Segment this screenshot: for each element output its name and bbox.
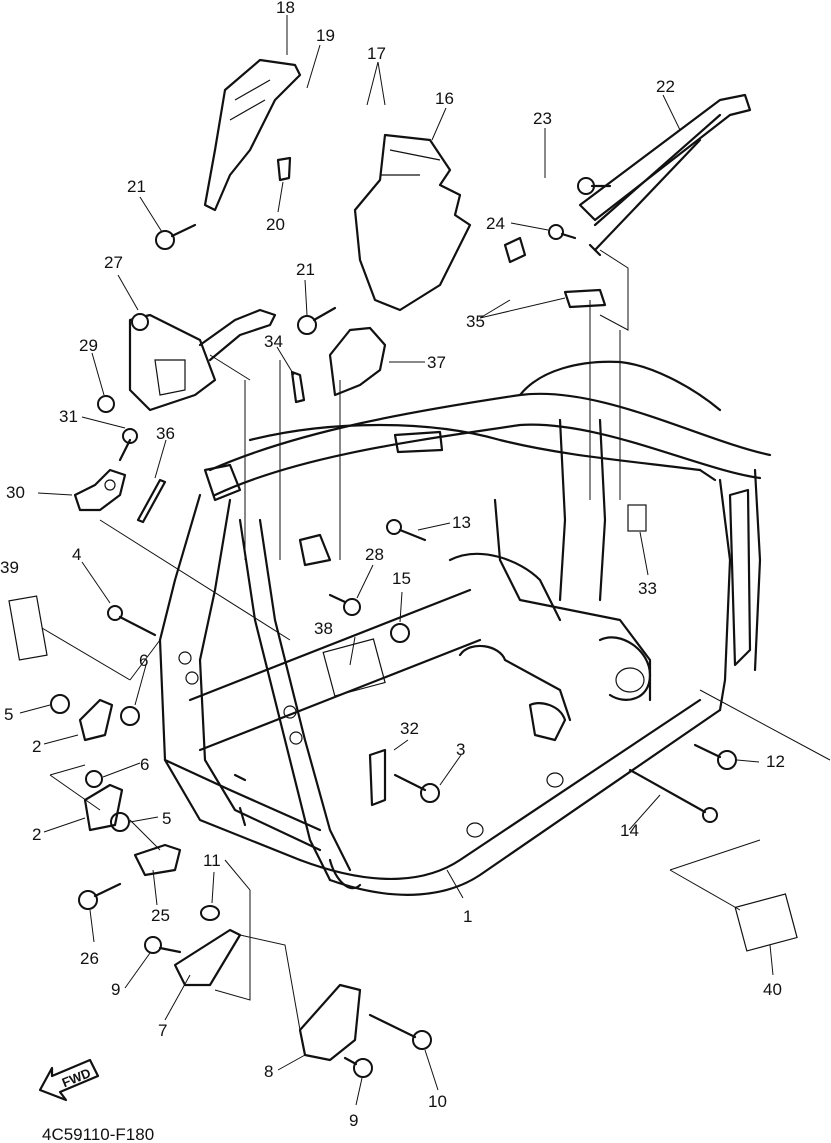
callout-12: 12 — [766, 752, 785, 771]
callout-9b: 9 — [349, 1111, 358, 1130]
callout-17: 17 — [367, 44, 386, 63]
callout-21b: 21 — [296, 260, 315, 279]
callout-5b: 5 — [162, 809, 171, 828]
fwd-arrow-icon: FWD — [38, 1058, 100, 1102]
callout-24: 24 — [486, 214, 505, 233]
callout-23: 23 — [533, 109, 552, 128]
callout-15: 15 — [392, 569, 411, 588]
callout-22: 22 — [656, 77, 675, 96]
callout-9a: 9 — [111, 980, 120, 999]
fwd-label: FWD — [60, 1065, 93, 1090]
callout-14: 14 — [620, 821, 639, 840]
callout-34: 34 — [264, 332, 283, 351]
main-frame — [158, 360, 772, 896]
callout-11: 11 — [203, 851, 221, 870]
leader-lines — [19, 15, 831, 1106]
callout-28: 28 — [365, 545, 384, 564]
callout-39: 39 — [0, 558, 19, 577]
callout-3: 3 — [456, 740, 465, 759]
part-37-bracket — [328, 326, 387, 397]
callout-33: 33 — [638, 579, 657, 598]
part-27-bracket — [128, 308, 277, 412]
callout-4: 4 — [72, 545, 81, 564]
callout-21a: 21 — [127, 177, 146, 196]
callout-38: 38 — [314, 619, 333, 638]
callout-37: 37 — [427, 353, 446, 372]
callout-2a: 2 — [32, 737, 41, 756]
callout-13: 13 — [452, 513, 471, 532]
callout-18: 18 — [276, 0, 295, 17]
part-18-cover — [203, 58, 302, 212]
callout-36: 36 — [156, 424, 175, 443]
callout-26: 26 — [80, 949, 99, 968]
callout-2b: 2 — [32, 825, 41, 844]
callout-1: 1 — [463, 907, 472, 926]
callout-20: 20 — [266, 215, 285, 234]
callout-numbers: 1 2 2 3 4 5 5 6 6 7 8 9 9 10 11 12 13 14… — [0, 0, 785, 1130]
callout-29: 29 — [79, 336, 98, 355]
part-30-plate — [73, 468, 127, 512]
diagram-code: 4C59110-F180 — [42, 1125, 154, 1143]
callout-30: 30 — [6, 483, 25, 502]
callout-19: 19 — [316, 26, 335, 45]
callout-35: 35 — [466, 312, 485, 331]
part-16-side-cover — [353, 133, 472, 312]
callout-7: 7 — [158, 1021, 167, 1040]
callout-16: 16 — [435, 89, 454, 108]
hardware — [8, 156, 798, 1078]
callout-27: 27 — [104, 253, 123, 272]
callout-25: 25 — [151, 906, 170, 925]
callout-6a: 6 — [139, 651, 148, 670]
callout-8: 8 — [264, 1062, 273, 1081]
callout-32: 32 — [400, 719, 419, 738]
callout-5a: 5 — [4, 705, 13, 724]
part-22-rear-stay — [578, 93, 752, 257]
callout-6b: 6 — [140, 755, 149, 774]
callout-31: 31 — [59, 407, 78, 426]
callout-40: 40 — [763, 980, 782, 999]
callout-10: 10 — [428, 1092, 447, 1111]
